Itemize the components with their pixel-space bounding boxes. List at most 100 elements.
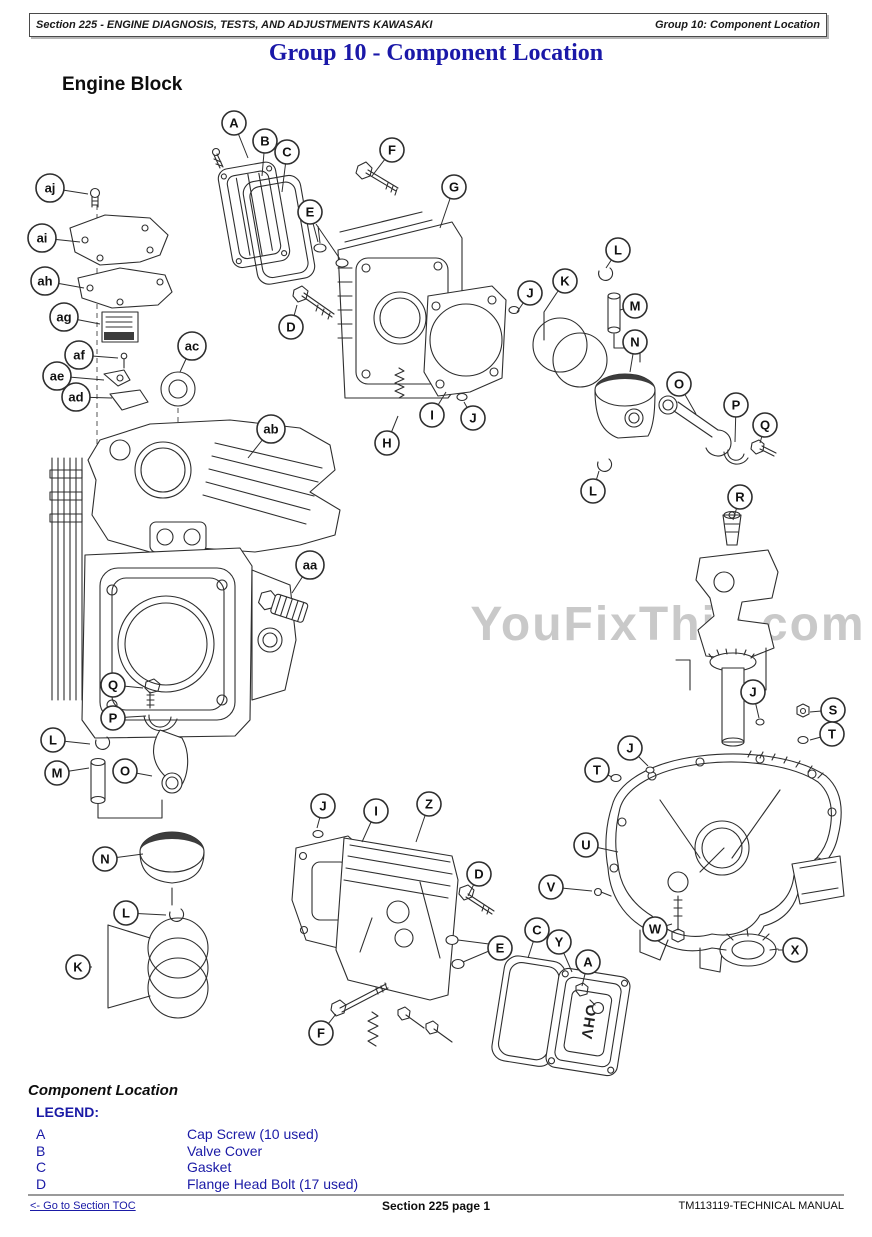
legend-letter: C [36, 1159, 47, 1175]
svg-text:L: L [122, 906, 130, 921]
callout-ai: ai [27, 223, 81, 253]
svg-text:Y: Y [555, 935, 564, 950]
callout-B: B [252, 128, 278, 177]
svg-text:ai: ai [37, 231, 48, 246]
callout-M: M [619, 293, 648, 319]
svg-text:Z: Z [425, 797, 433, 812]
svg-text:M: M [630, 299, 641, 314]
svg-text:F: F [317, 1026, 325, 1041]
breather-parts-art [69, 187, 196, 452]
cylinder-head-bottom-art: OHV [291, 829, 631, 1077]
callout-ab: ab [247, 414, 286, 459]
callout-ae: ae [42, 361, 105, 391]
page-title: Group 10 - Component Location [268, 40, 604, 66]
callout-K: K [65, 954, 92, 980]
svg-text:C: C [532, 923, 542, 938]
callout-A: A [575, 949, 601, 987]
svg-text:P: P [109, 711, 118, 726]
svg-text:aa: aa [303, 558, 318, 573]
callout-K: K [552, 268, 578, 295]
svg-text:S: S [829, 703, 838, 718]
svg-text:K: K [560, 274, 570, 289]
svg-text:P: P [732, 398, 741, 413]
callout-E: E [487, 935, 513, 961]
legend-letter: B [36, 1143, 46, 1159]
svg-text:A: A [583, 955, 593, 970]
callout-H: H [374, 415, 400, 456]
svg-text:J: J [319, 799, 326, 814]
legend-letter: A [36, 1126, 46, 1142]
engine-block-art [49, 419, 341, 739]
callout-P: P [100, 705, 147, 731]
svg-text:B: B [260, 134, 269, 149]
svg-text:H: H [382, 436, 391, 451]
footer-manual-id: TM113119-TECHNICAL MANUAL [678, 1200, 844, 1212]
legend-description: Valve Cover [187, 1143, 263, 1159]
callout-C: C [524, 917, 550, 959]
svg-text:E: E [306, 205, 315, 220]
section-heading: Engine Block [62, 74, 183, 95]
callout-P: P [723, 392, 749, 443]
callout-E: E [297, 199, 323, 243]
callout-I: I [361, 798, 389, 843]
callout-ah: ah [30, 266, 85, 296]
footer-page-number: Section 225 page 1 [381, 1199, 491, 1213]
callout-Q: Q [752, 412, 778, 444]
callout-aj: aj [35, 173, 89, 203]
legend-description: Cap Screw (10 used) [187, 1126, 319, 1142]
legend-heading: LEGEND: [36, 1104, 99, 1120]
svg-text:G: G [449, 180, 459, 195]
callout-af: af [64, 340, 119, 370]
callout-L: L [113, 900, 167, 926]
callout-Y: Y [546, 929, 573, 973]
svg-text:Q: Q [760, 418, 770, 433]
callout-ag: ag [49, 302, 101, 332]
callout-S: S [809, 697, 846, 723]
ohv-cover-text: OHV [577, 1003, 599, 1041]
svg-text:I: I [430, 408, 434, 423]
svg-text:N: N [630, 335, 639, 350]
callout-U: U [573, 832, 619, 858]
svg-text:U: U [581, 838, 590, 853]
page-header: Section 225 - ENGINE DIAGNOSIS, TESTS, A… [29, 13, 827, 37]
svg-text:T: T [828, 727, 836, 742]
svg-text:ag: ag [56, 310, 71, 325]
callout-N: N [92, 846, 144, 872]
legend-row: C Gasket [36, 1159, 736, 1175]
svg-text:aj: aj [45, 181, 56, 196]
callout-O: O [112, 758, 153, 784]
svg-text:Q: Q [108, 678, 118, 693]
piston-rod-crank-art [532, 267, 779, 747]
callout-C: C [274, 139, 300, 193]
header-left-text: Section 225 - ENGINE DIAGNOSIS, TESTS, A… [36, 19, 433, 31]
svg-text:D: D [286, 320, 295, 335]
callout-ad: ad [61, 382, 113, 412]
callout-R: R [727, 484, 753, 521]
svg-text:V: V [547, 880, 556, 895]
svg-text:O: O [674, 377, 684, 392]
callout-W: W [642, 916, 673, 942]
oil-pan-art [593, 659, 845, 973]
callout-V: V [538, 874, 593, 900]
svg-text:K: K [73, 960, 83, 975]
callout-J: J [740, 679, 766, 719]
legend-row: D Flange Head Bolt (17 used) [36, 1176, 736, 1192]
callout-J: J [617, 735, 649, 767]
callout-O: O [666, 371, 697, 415]
callout-L: L [605, 237, 631, 269]
callout-Q: Q [100, 672, 144, 698]
callout-J: J [460, 401, 486, 431]
svg-text:M: M [52, 766, 63, 781]
svg-text:E: E [496, 941, 505, 956]
watermark: YouFixThis.com [470, 598, 865, 651]
legend-letter: D [36, 1176, 47, 1192]
svg-text:ac: ac [185, 339, 199, 354]
svg-text:R: R [735, 490, 745, 505]
svg-text:X: X [791, 943, 800, 958]
go-to-section-toc-link[interactable]: <- Go to Section TOC [30, 1200, 136, 1212]
header-right-text: Group 10: Component Location [655, 19, 820, 31]
callout-M: M [44, 760, 90, 786]
